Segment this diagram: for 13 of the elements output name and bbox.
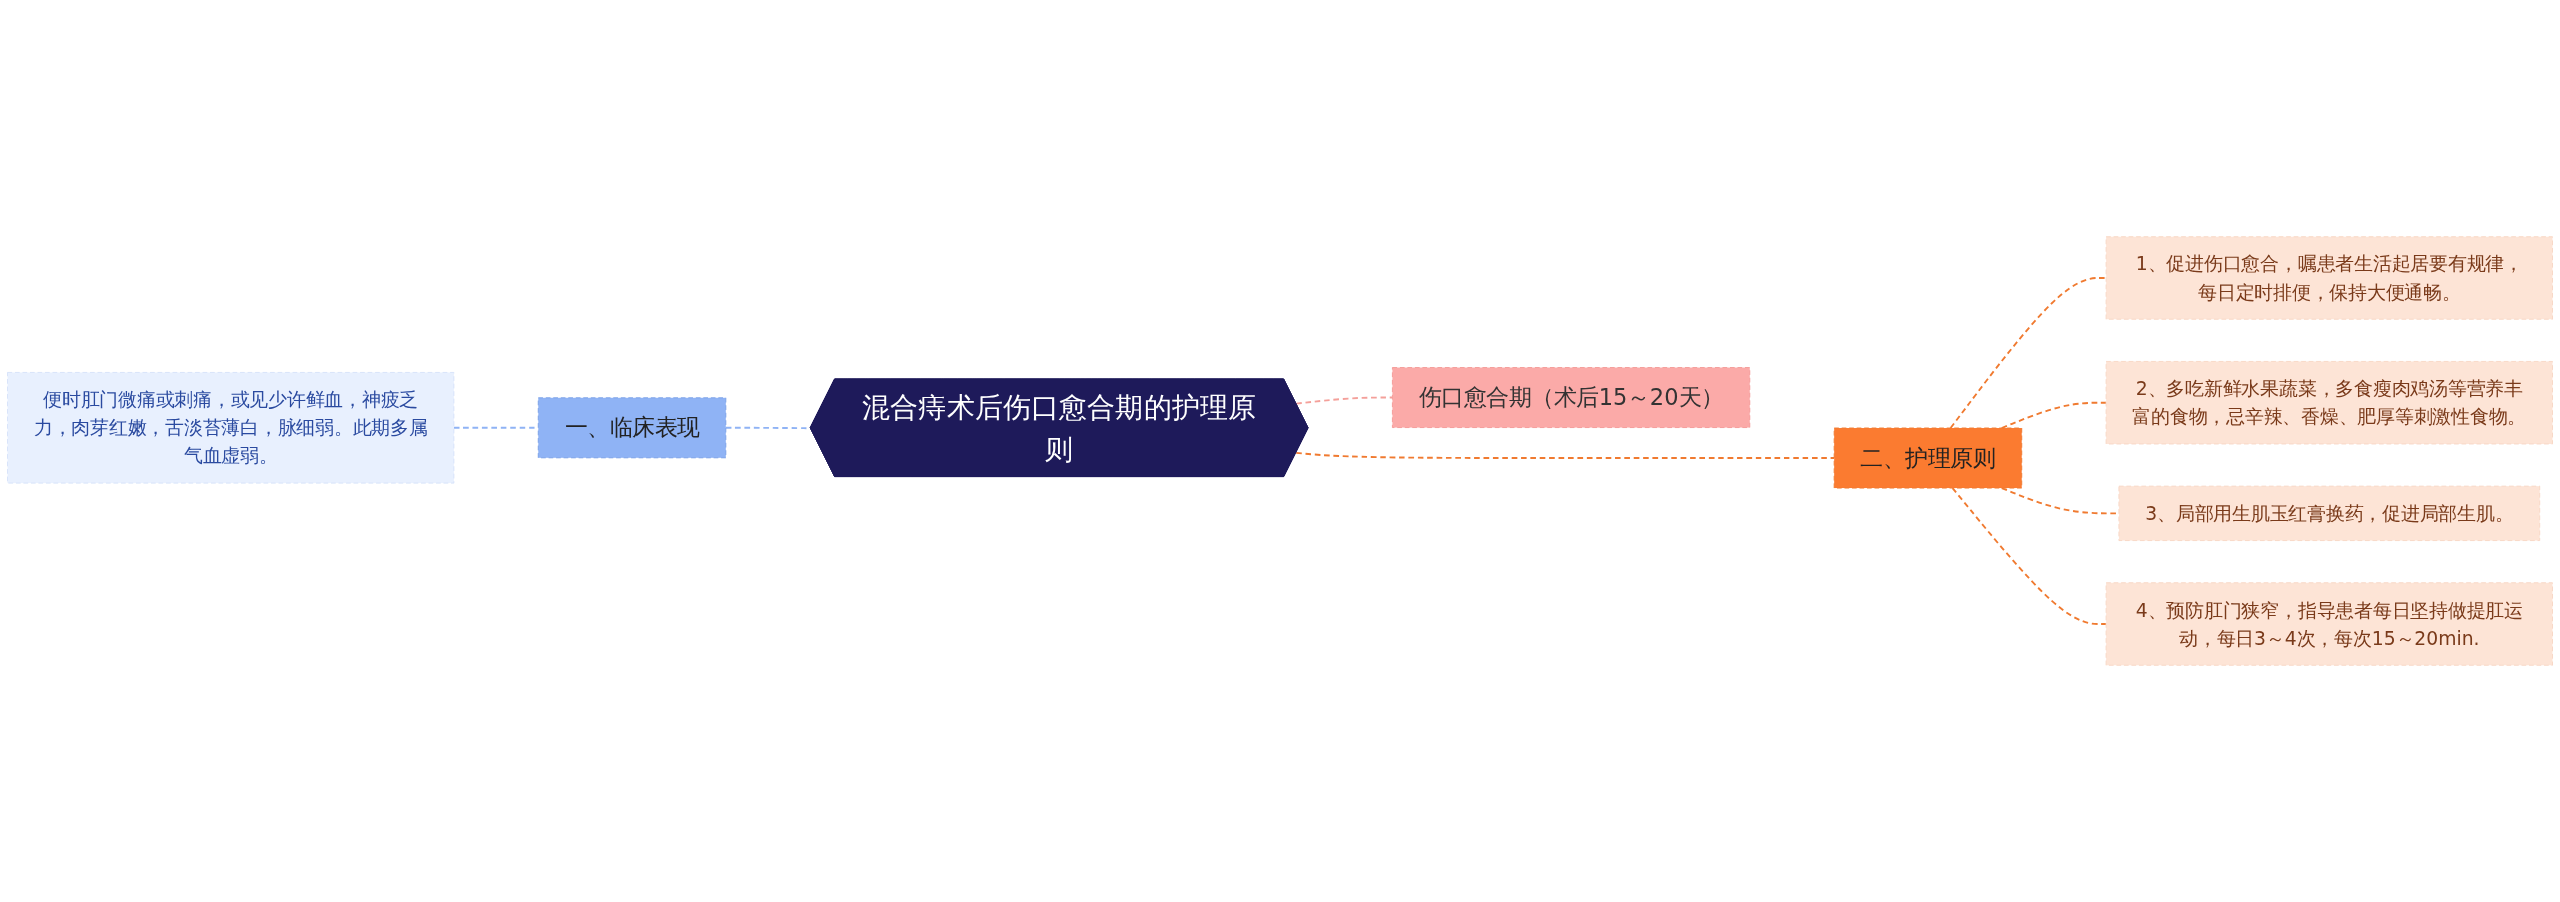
node-box: 二、护理原则 [1833, 427, 2023, 489]
node-box: 3、局部用生肌玉红膏换药，促进局部生肌。 [2118, 485, 2541, 542]
node-box: 伤口愈合期（术后15～20天） [1391, 367, 1751, 429]
node-box: 1、促进伤口愈合，嘱患者生活起居要有规律，每日定时排便，保持大便通畅。 [2105, 236, 2553, 320]
connector [1949, 277, 2108, 429]
connector [1951, 487, 2108, 625]
node-box: 便时肛门微痛或刺痛，或见少许鲜血，神疲乏力，肉芽红嫩，舌淡苔薄白，脉细弱。此期多属气血虚弱。 [7, 372, 455, 484]
node-box: 2、多吃新鲜水果蔬菜，多食瘦肉鸡汤等营养丰富的食物，忌辛辣、香燥、肥厚等刺激性食物。 [2105, 360, 2553, 445]
node-box: 一、临床表现 [537, 397, 727, 459]
connector [2000, 401, 2108, 429]
node-box: 4、预防肛门狭窄，指导患者每日坚持做提肛运动，每日3～4次，每次15～20min. [2105, 582, 2553, 666]
connector [1295, 396, 1394, 405]
connector [1295, 451, 1836, 459]
